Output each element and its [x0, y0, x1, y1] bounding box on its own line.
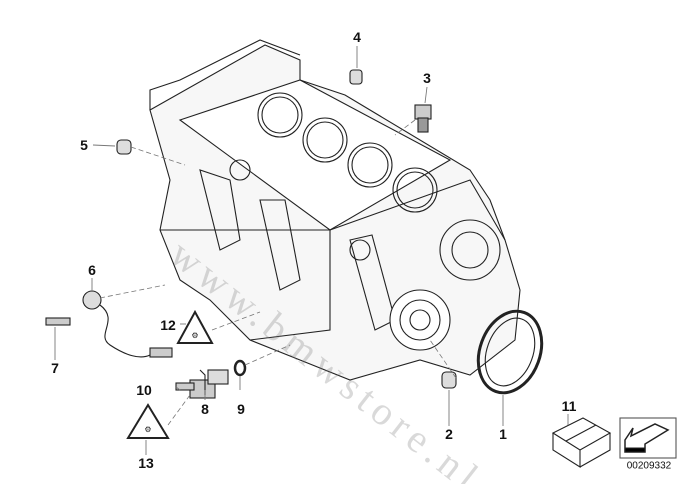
crankshaft-sensor	[189, 369, 229, 399]
callout-1[interactable]: 1	[499, 426, 507, 442]
knock-sensor	[82, 290, 173, 358]
screw-plug	[414, 104, 432, 133]
o-ring	[233, 359, 247, 377]
dowel-sleeve	[116, 139, 132, 155]
callout-11[interactable]: 11	[561, 398, 577, 414]
leader-lines	[54, 46, 569, 455]
callout-13[interactable]: 13	[138, 455, 154, 471]
callout-5[interactable]: 5	[80, 137, 88, 153]
dashed-leader-lines	[99, 119, 457, 426]
engine-block	[149, 39, 521, 381]
callout-3[interactable]: 3	[423, 70, 431, 86]
seal-ring	[476, 309, 544, 395]
callout-2[interactable]: 2	[445, 426, 453, 442]
svg-text:⚙: ⚙	[144, 425, 151, 434]
callout-6[interactable]: 6	[88, 262, 96, 278]
callout-7[interactable]: 7	[51, 360, 59, 376]
svg-text:⚙: ⚙	[191, 331, 198, 340]
callout-4[interactable]: 4	[353, 29, 361, 45]
sleeve	[441, 371, 457, 389]
callout-10[interactable]: 10	[136, 382, 152, 398]
dowel-sleeve	[349, 69, 363, 85]
callout-12[interactable]: 12	[160, 317, 176, 333]
callout-9[interactable]: 9	[237, 401, 245, 417]
callout-8[interactable]: 8	[201, 401, 209, 417]
bolt	[45, 317, 71, 326]
bolt	[175, 382, 195, 391]
diagram-code: 00209332	[626, 460, 672, 472]
direction-arrow-icon	[619, 417, 677, 459]
warning-triangle-icon: ⚙	[176, 309, 214, 344]
warning-triangle-icon: ⚙	[126, 403, 170, 439]
parts-box-icon	[551, 417, 612, 468]
